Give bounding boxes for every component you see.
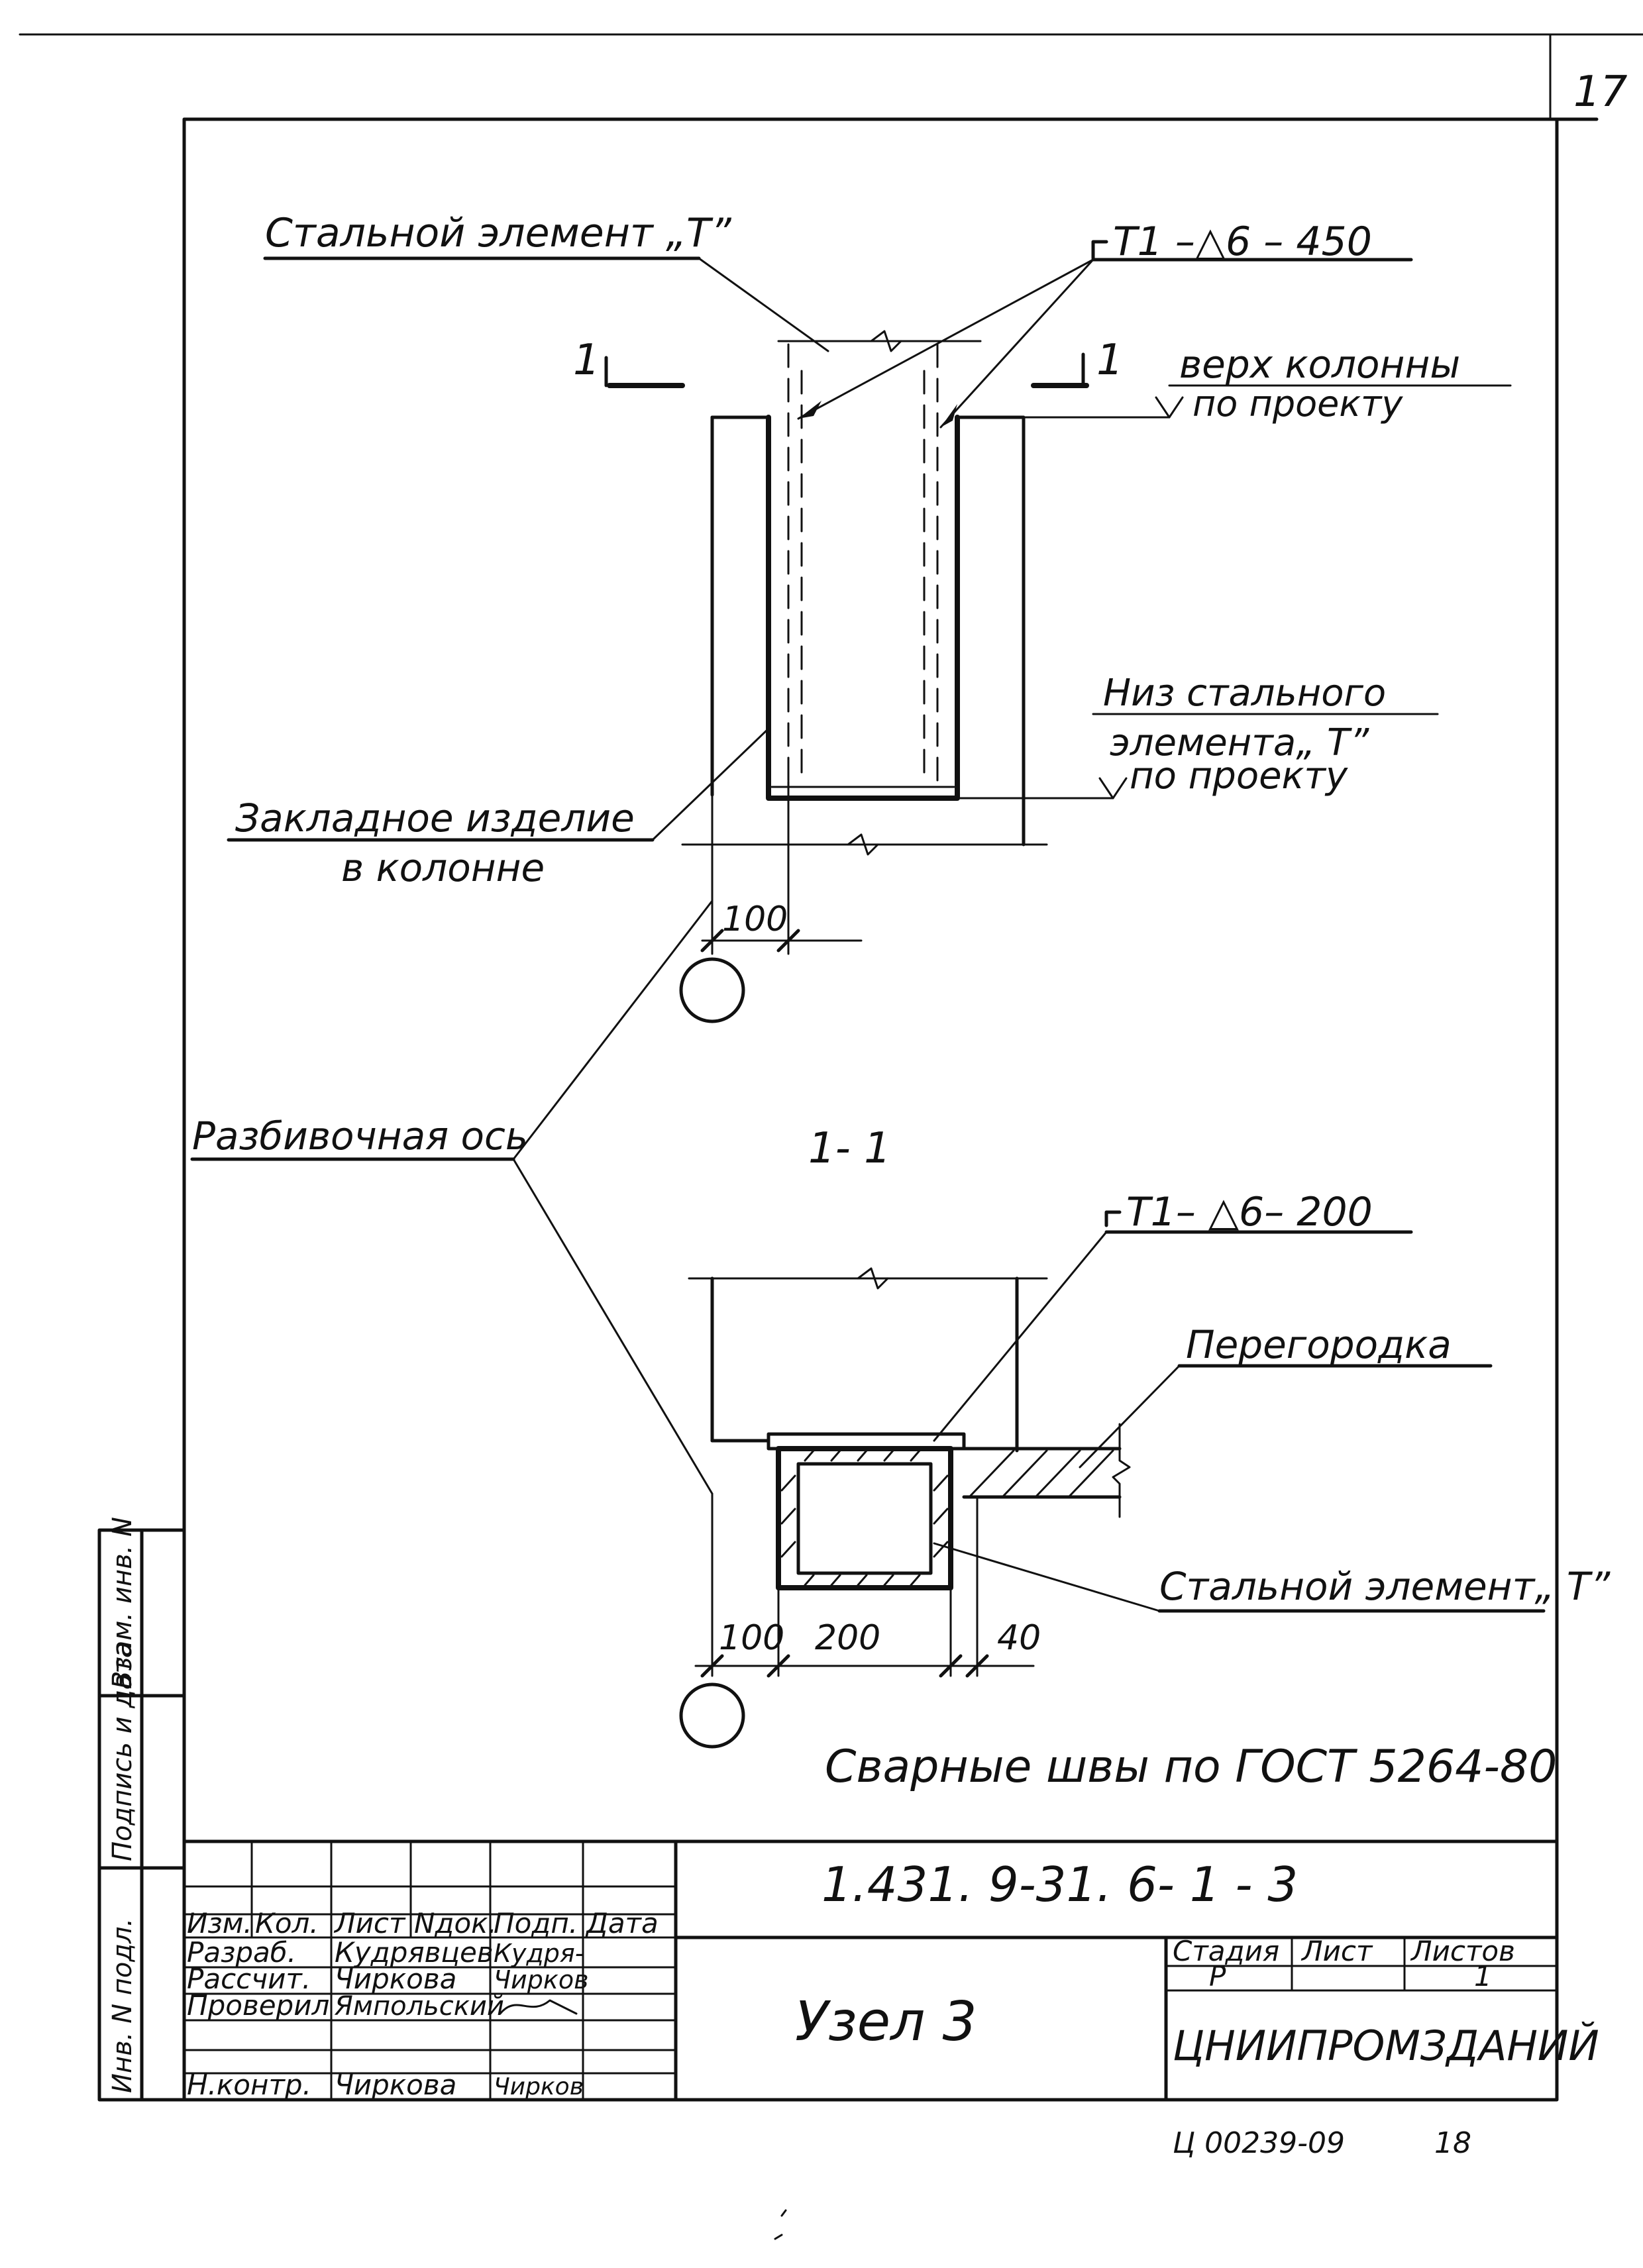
- partition-break: [1112, 1423, 1131, 1518]
- embedded-leader: [651, 727, 770, 841]
- dim-lower-tick-0: [700, 1654, 724, 1678]
- column-bottom-break-mark: [847, 833, 879, 856]
- weld-leader-lower: [933, 1231, 1108, 1442]
- weld-leader-left: [797, 258, 1094, 420]
- axis-bubble-upper: [679, 957, 745, 1023]
- steel-bottom-elevation-mark: [1098, 777, 1128, 799]
- dim-lower-200: 200: [815, 1618, 880, 1658]
- upper-view: Стальной элемент „Т” Т1 –△6 – 450 1 1: [227, 210, 1512, 1023]
- weld-arrow-left: [798, 401, 822, 419]
- drawing-frame: [182, 117, 1559, 2102]
- embedded-cup: [766, 415, 960, 801]
- column-top-elevation-mark: [1155, 396, 1184, 419]
- section-mark-right: 1: [1096, 336, 1124, 385]
- tb-name-2: Ямпольский: [334, 1991, 504, 2022]
- tb-sheets-header: Листов: [1410, 1935, 1515, 1967]
- tb-role-0: Разраб.: [187, 1936, 296, 1969]
- tb-organization: ЦНИИПРОМЗДАНИЙ: [1173, 2021, 1599, 2070]
- column-top-line1: верх колонны: [1179, 342, 1460, 387]
- tb-role-2: Проверил: [187, 1989, 329, 2022]
- partition-label: Перегородка: [1186, 1322, 1452, 1367]
- weld-label-upper: Т1 –△6 – 450: [1113, 219, 1372, 265]
- dim-lower-100: 100: [719, 1618, 784, 1658]
- axis-bubble-lower: [679, 1682, 745, 1749]
- steel-bottom-line2: элемента„ Т”: [1110, 721, 1369, 764]
- bottom-stamp: Ц 00239-09: [1173, 2126, 1345, 2160]
- partition-hatch: [969, 1449, 1114, 1497]
- steel-bottom-line1: Низ стального: [1103, 672, 1386, 715]
- tb-role-1: Рассчит.: [187, 1963, 311, 1995]
- weld-bracket: [1091, 240, 1108, 260]
- steel-tube-inner: [796, 1462, 933, 1575]
- steel-element-label: Стальной элемент „Т”: [265, 210, 732, 256]
- lower-steel-element-leader: [933, 1542, 1161, 1612]
- tb-name-4: Чиркова: [335, 2069, 456, 2101]
- side-stamp-sign-date: Подпись и дата: [107, 1642, 138, 1861]
- side-stamp-inv-orig: Инв. N подл.: [107, 1918, 138, 2093]
- tb-col-kol: Кол.: [255, 1907, 319, 1939]
- tb-sign-4: Чирков: [494, 2073, 584, 2100]
- embedded-label-line2: в колонне: [341, 845, 545, 890]
- tb-name-1: Чиркова: [335, 1963, 456, 1995]
- dim-upper-tick-left: [700, 929, 724, 953]
- tb-col-list: Лист: [333, 1907, 406, 1939]
- tb-col-izm: Изм.: [187, 1907, 252, 1939]
- weld-note: Сварные швы по ГОСТ 5264-80: [825, 1741, 1557, 1793]
- tb-sheets-value: 1: [1474, 1960, 1492, 1992]
- steel-tube-hatch: [780, 1449, 949, 1586]
- tb-name-0: Кудрявцев: [335, 1936, 494, 1969]
- dim-lower-40: 40: [997, 1618, 1041, 1658]
- dim-lower-tick-2: [939, 1654, 963, 1678]
- tb-col-ndok: Nдок.: [414, 1907, 497, 1939]
- bottom-number: 18: [1434, 2126, 1471, 2160]
- tb-signature-2: [499, 1999, 578, 2015]
- column-right-edge: [955, 415, 1026, 847]
- section-title: 1- 1: [808, 1124, 891, 1173]
- tb-stage-grid: [1165, 1936, 1558, 1992]
- dim-lower-tick-1: [767, 1654, 790, 1678]
- tb-sign-1: Чирков: [494, 1965, 588, 1994]
- axis-leader-upper: [512, 900, 714, 1160]
- axis-leader-lower: [512, 1158, 714, 1495]
- dim-upper-100: 100: [722, 900, 788, 939]
- weld-bracket-lower: [1104, 1210, 1122, 1227]
- dim-lower-tick-3: [965, 1654, 989, 1678]
- side-stamp-replace-inv: Взам. инв. N: [107, 1517, 138, 1689]
- dim-upper-tick-right: [776, 929, 800, 953]
- section-mark-left: 1: [573, 336, 600, 385]
- column-top-line2: по проекту: [1192, 383, 1403, 425]
- tb-stage-header: Стадия: [1173, 1935, 1279, 1967]
- steel-top-break-mark: [870, 330, 902, 352]
- tb-col-podp: Подп.: [494, 1907, 578, 1939]
- tb-sign-0: Кудря-: [494, 1939, 584, 1968]
- tb-sheet-header: Лист: [1300, 1935, 1373, 1967]
- steel-tube-outer: [776, 1446, 953, 1590]
- page-number: 17: [1573, 68, 1628, 117]
- tb-grid: [183, 1840, 677, 2101]
- section-top-break-mark: [857, 1267, 889, 1290]
- lower-view: Т1– △6– 200: [679, 1189, 1611, 1749]
- weld-arrow-right: [941, 404, 957, 427]
- steel-bottom-line3: по проекту: [1130, 754, 1348, 798]
- weld-leader-right: [939, 258, 1094, 429]
- title-block: 1.431. 9-31. 6- 1 - 3 Изм. Кол. Лист Nдо…: [182, 1839, 1599, 2102]
- scan-speckles: [774, 2209, 787, 2240]
- tb-col-data: Дата: [585, 1907, 659, 1939]
- side-stamp: Взам. инв. N Подпись и дата Инв. N подл.: [97, 1517, 186, 2102]
- steel-element-leader: [698, 257, 829, 352]
- weld-label-lower: Т1– △6– 200: [1126, 1189, 1373, 1235]
- axis-label: Разбивочная ось: [192, 1113, 528, 1159]
- partition-leader: [1079, 1365, 1181, 1469]
- tb-title: Узел 3: [795, 1990, 977, 2053]
- lower-steel-element-label: Стальной элемент„ Т”: [1159, 1564, 1611, 1609]
- tb-doc-code: 1.431. 9-31. 6- 1 - 3: [822, 1857, 1298, 1912]
- tb-role-4: Н.контр.: [187, 2069, 311, 2101]
- tb-stage-value: Р: [1209, 1960, 1226, 1992]
- embedded-label-line1: Закладное изделие: [235, 796, 635, 841]
